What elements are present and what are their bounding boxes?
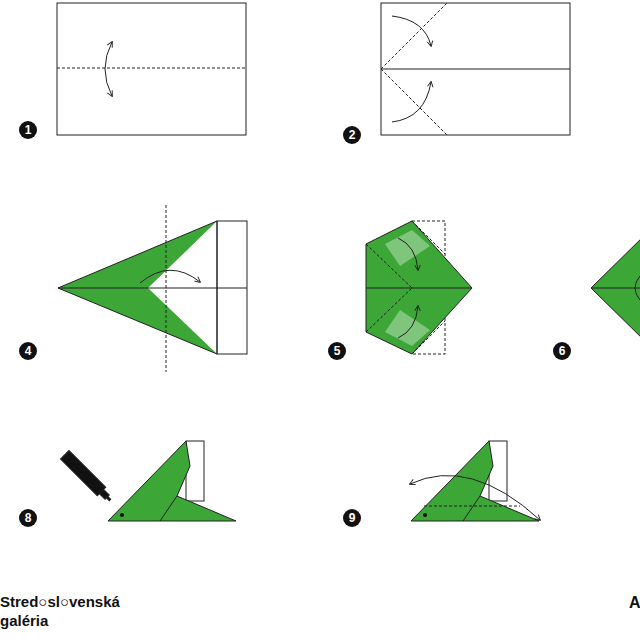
step-number: 2 [343,126,361,144]
step-five [366,221,472,354]
step-number: 9 [343,509,361,527]
step-four [58,205,247,372]
gallery-logo: Stred○sl○venská galéria [0,592,150,630]
step-six [591,232,640,344]
step-number: 8 [19,509,37,527]
step-eight [61,441,236,521]
step-number: 1 [19,121,37,139]
step-number: 6 [553,342,571,360]
step-number: 5 [328,342,346,360]
step-nine [410,441,540,521]
corner-text: A [629,593,640,612]
step-two [381,3,570,135]
step-one [57,3,246,135]
step-number: 4 [19,342,37,360]
